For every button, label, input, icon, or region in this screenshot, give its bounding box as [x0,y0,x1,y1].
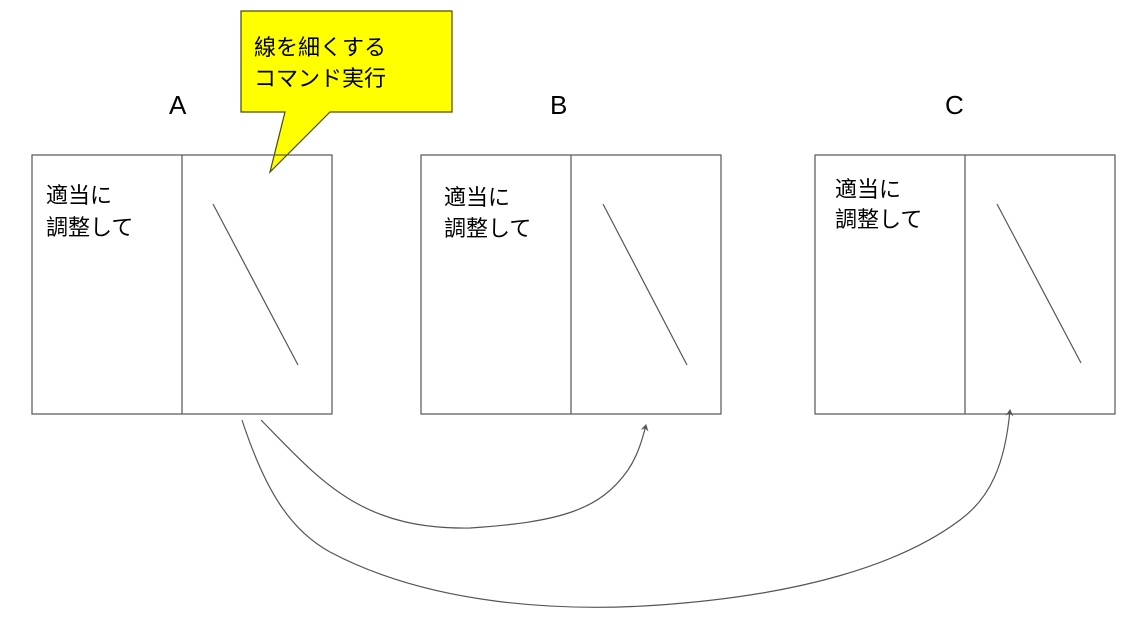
panel-b-text-line2: 調整して [444,217,531,242]
panel-a-text-line1: 適当に [46,184,112,209]
panel-label-b: B [550,90,567,120]
panel-c: C 適当に 調整して [814,90,1116,415]
panel-c-text-line2: 調整して [835,208,922,233]
callout-text-line2: コマンド実行 [254,67,386,92]
callout: 線を細くする コマンド実行 [240,10,453,174]
panel-b-diagonal-line [602,203,688,366]
panel-c-text-line1: 適当に [835,178,901,203]
callout-text-line1: 線を細くする [254,36,386,61]
panel-b: B 適当に 調整して [420,90,722,415]
panel-a: A 適当に 調整して [31,90,333,415]
arrow-a-to-c [241,409,1014,608]
arrow-a-to-b [260,419,649,529]
callout-bubble [240,10,453,174]
panel-a-text-line2: 調整して [46,216,133,241]
panel-b-text-line1: 適当に [444,186,510,211]
panel-label-c: C [945,90,964,120]
panel-c-diagonal-line [996,203,1082,364]
panel-label-a: A [169,90,187,120]
panel-a-diagonal-line [212,203,299,366]
